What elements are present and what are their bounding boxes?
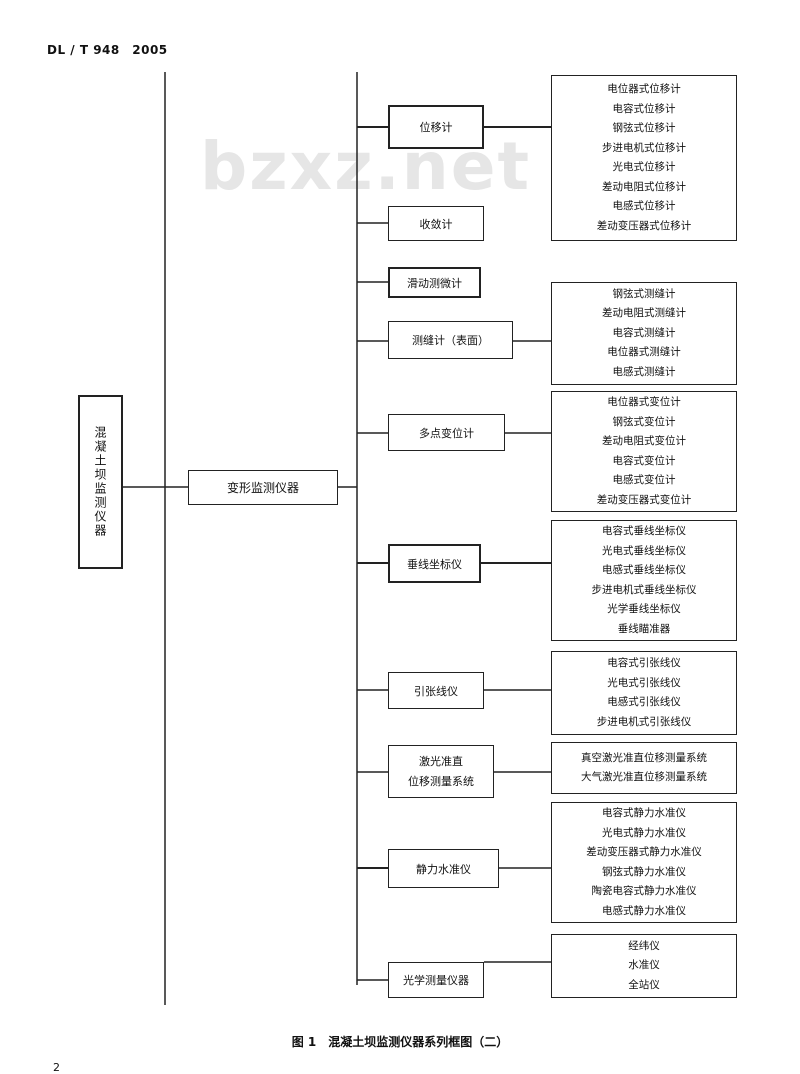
list-item: 电容式静力水准仪 [602, 807, 686, 819]
group-label: 引张线仪 [414, 684, 458, 698]
item-list-joint-meter: 钢弦式测缝计 差动电阻式测缝计 电容式测缝计 电位器式测缝计 电感式测缝计 [551, 282, 737, 385]
list-item: 电容式变位计 [612, 454, 676, 467]
group-box-displacement-meter: 位移计 [388, 105, 484, 149]
group-box-optical-instruments: 光学测量仪器 [388, 962, 484, 998]
list-item: 电感式测缝计 [612, 365, 676, 378]
group-label: 静力水准仪 [416, 862, 471, 876]
list-item: 光电式位移计 [612, 161, 676, 173]
root-label: 混凝土坝监测仪器 [93, 426, 107, 538]
list-item: 全站仪 [628, 978, 660, 991]
page-number: 2 [53, 1061, 60, 1074]
list-item: 步进电机式引张线仪 [596, 715, 692, 728]
list-item: 差动电阻式位移计 [602, 180, 686, 193]
list-item: 电感式静力水准仪 [602, 904, 686, 917]
group-box-laser-alignment-system: 激光准直 位移测量系统 [388, 745, 494, 798]
list-item: 钢弦式静力水准仪 [602, 865, 686, 878]
list-item: 电感式变位计 [612, 474, 676, 486]
group-label: 激光准直 位移测量系统 [408, 754, 474, 788]
list-item: 差动变压器式位移计 [596, 219, 692, 232]
group-label: 光学测量仪器 [403, 974, 469, 987]
root-box: 混凝土坝监测仪器 [78, 395, 123, 569]
group-box-plumb-line-coordinator: 垂线坐标仪 [388, 544, 481, 583]
list-item: 差动变压器式变位计 [596, 493, 692, 506]
list-item: 电位器式变位计 [607, 396, 681, 408]
list-item: 大气激光准直位移测量系统 [581, 771, 707, 783]
list-item: 步进电机式位移计 [602, 141, 686, 154]
list-item: 钢弦式变位计 [612, 415, 676, 428]
list-item: 经纬仪 [628, 939, 660, 952]
item-list-hydrostatic-leveling: 电容式静力水准仪 光电式静力水准仪 差动变压器式静力水准仪 钢弦式静力水准仪 陶… [551, 802, 737, 923]
list-item: 电容式引张线仪 [607, 657, 681, 669]
group-box-tension-wire-meter: 引张线仪 [388, 672, 484, 709]
list-item: 垂线瞄准器 [617, 622, 671, 635]
list-item: 光电式垂线坐标仪 [602, 544, 686, 557]
item-list-plumb-line-coordinator: 电容式垂线坐标仪 光电式垂线坐标仪 电感式垂线坐标仪 步进电机式垂线坐标仪 光学… [551, 520, 737, 641]
list-item: 钢弦式测缝计 [612, 287, 676, 300]
list-item: 真空激光准直位移测量系统 [581, 752, 707, 764]
group-label: 收敛计 [419, 217, 453, 231]
list-item: 电容式测缝计 [612, 326, 676, 339]
group-box-hydrostatic-leveling: 静力水准仪 [388, 849, 499, 888]
list-item: 电感式引张线仪 [607, 696, 681, 708]
list-item: 差动电阻式测缝计 [602, 307, 686, 320]
list-item: 差动变压器式静力水准仪 [586, 846, 702, 858]
group-label: 滑动测微计 [407, 276, 462, 290]
list-item: 水准仪 [628, 959, 660, 972]
group-label: 位移计 [419, 121, 453, 134]
list-item: 电感式位移计 [612, 200, 676, 212]
list-item: 步进电机式垂线坐标仪 [591, 583, 697, 596]
group-box-multipoint-extensometer: 多点变位计 [388, 414, 505, 451]
list-item: 陶瓷电容式静力水准仪 [591, 885, 697, 897]
item-list-laser-alignment: 真空激光准直位移测量系统 大气激光准直位移测量系统 [551, 742, 737, 794]
list-item: 电感式垂线坐标仪 [602, 564, 686, 576]
list-item: 光电式静力水准仪 [602, 826, 686, 839]
group-label: 垂线坐标仪 [407, 557, 462, 571]
list-item: 差动电阻式变位计 [602, 435, 686, 447]
group-box-convergence-meter: 收敛计 [388, 206, 484, 241]
list-item: 光学垂线坐标仪 [607, 603, 681, 615]
list-item: 电容式垂线坐标仪 [602, 525, 686, 537]
list-item: 钢弦式位移计 [612, 122, 676, 134]
list-item: 电位器式位移计 [607, 83, 681, 95]
list-item: 光电式引张线仪 [607, 676, 681, 689]
figure-caption: 图 1 混凝土坝监测仪器系列框图（二） [291, 1035, 509, 1049]
group-box-sliding-micrometer: 滑动测微计 [388, 267, 481, 298]
item-list-multipoint-extensometer: 电位器式变位计 钢弦式变位计 差动电阻式变位计 电容式变位计 电感式变位计 差动… [551, 391, 737, 512]
item-list-optical-instruments: 经纬仪 水准仪 全站仪 [551, 934, 737, 998]
category-box: 变形监测仪器 [188, 470, 338, 505]
category-label: 变形监测仪器 [226, 481, 299, 495]
group-label: 多点变位计 [419, 426, 474, 440]
list-item: 电容式位移计 [612, 102, 676, 115]
list-item: 电位器式测缝计 [607, 346, 681, 359]
document-header: DL / T 948 2005 [47, 43, 168, 57]
group-box-surface-joint-meter: 测缝计（表面） [388, 321, 513, 359]
item-list-displacement-meter: 电位器式位移计 电容式位移计 钢弦式位移计 步进电机式位移计 光电式位移计 差动… [551, 75, 737, 241]
item-list-tension-wire-meter: 电容式引张线仪 光电式引张线仪 电感式引张线仪 步进电机式引张线仪 [551, 651, 737, 735]
group-label: 测缝计（表面） [412, 334, 489, 347]
